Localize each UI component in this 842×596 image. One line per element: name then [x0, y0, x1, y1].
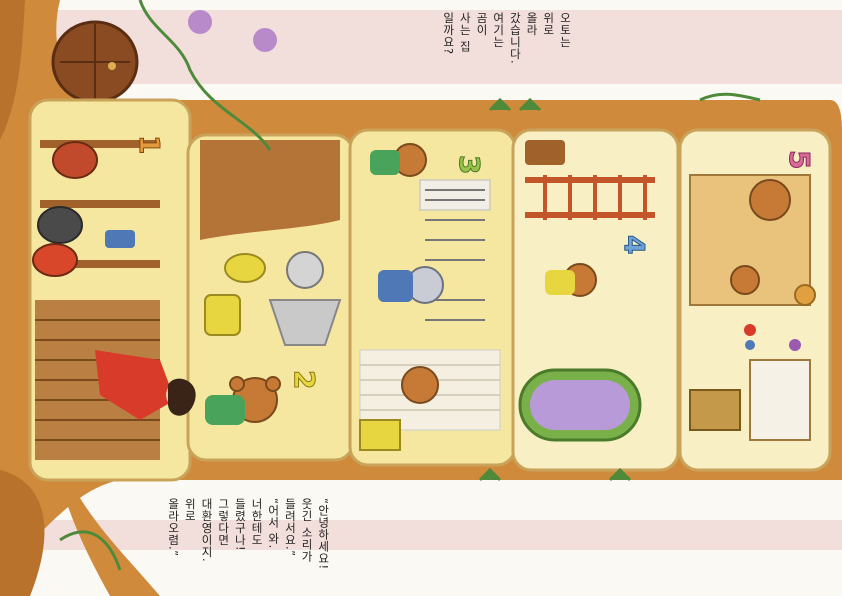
yellow-block [359, 419, 401, 451]
small-bear [730, 265, 760, 295]
room-number-5: 5 [783, 150, 816, 169]
grapes [789, 339, 801, 351]
bear-shirt [545, 270, 575, 295]
bear-ear [229, 376, 245, 392]
pink-stripe-top [0, 10, 842, 84]
leaves [488, 97, 542, 112]
narration-top: 오토는 위로 올라 갔습니다. 여기는 곰이 사는 집 일까요? [440, 12, 573, 112]
narration-line: 오토는 [558, 12, 573, 48]
wooden-staircase [200, 140, 340, 240]
bear-head [749, 179, 791, 221]
room-number-2: 2 [288, 370, 321, 389]
bark-shadow [0, 0, 25, 140]
yellow-sponge [204, 294, 241, 336]
ladder-rungs [543, 175, 647, 220]
root [0, 470, 45, 596]
room-number-3: 3 [453, 155, 486, 174]
morning-glory [188, 10, 212, 34]
bear-shirt [370, 150, 400, 175]
bear-ear [265, 376, 281, 392]
tool-board [419, 179, 491, 211]
shower-nozzle [794, 284, 816, 306]
narration-line: 너한테도 [250, 498, 265, 546]
mouse-shirt [378, 270, 413, 302]
vine [59, 530, 122, 571]
bear-head [401, 366, 439, 404]
flower [744, 324, 756, 336]
yellow-can [224, 253, 266, 283]
narration-line: 올라 [525, 12, 540, 36]
shelf [40, 200, 160, 208]
flower [745, 340, 755, 350]
door-planks [60, 24, 130, 100]
room-number-1: 1 [133, 135, 166, 154]
morning-glory [253, 28, 277, 52]
shower-head [268, 299, 342, 346]
gear [286, 251, 324, 289]
narration-bottom: “안녕하세요! 웃긴 소리가 들려서요.” “어서 와. 너한테도 들렸구나! … [165, 498, 332, 593]
wooden-box [525, 140, 565, 165]
shelf [40, 140, 160, 148]
bear-shirt [205, 395, 245, 425]
narration-line: 위로 [183, 498, 198, 522]
pink-stripe-bottom [0, 520, 842, 550]
bath-water [530, 380, 630, 430]
narration-line: 그렇다면 [216, 498, 231, 546]
cabinet [749, 359, 811, 441]
gramophone [37, 206, 83, 244]
narration-line: 여기는 [491, 12, 506, 48]
room-number-4: 4 [618, 235, 651, 254]
narration-line: 올라오렴.” [166, 498, 181, 557]
vine [138, 0, 272, 151]
door-knob [108, 62, 116, 70]
tools [425, 189, 485, 321]
narration-line: 곰이 [475, 12, 490, 36]
leaves [478, 467, 632, 482]
basket [689, 389, 741, 431]
girl-dress [95, 350, 175, 420]
narration-line: 대환영이지. [200, 498, 215, 563]
narration-line: 들려서요.” [283, 498, 298, 557]
root [60, 480, 160, 596]
narration-line: 들렸구나! [233, 498, 248, 552]
red-drum [32, 243, 78, 277]
narration-line: “안녕하세요! [316, 498, 331, 570]
narration-line: 일까요? [441, 12, 456, 55]
vine [699, 92, 761, 102]
narration-line: 갔습니다. [508, 12, 523, 65]
narration-line: 위로 [541, 12, 556, 36]
narration-line: 웃긴 소리가 [300, 498, 315, 563]
shelf [40, 260, 160, 268]
narration-line: 사는 집 [458, 12, 473, 53]
narration-line: “어서 와. [266, 498, 281, 549]
girl-hair [168, 378, 196, 416]
drum [52, 141, 98, 179]
small-drum [105, 230, 135, 248]
